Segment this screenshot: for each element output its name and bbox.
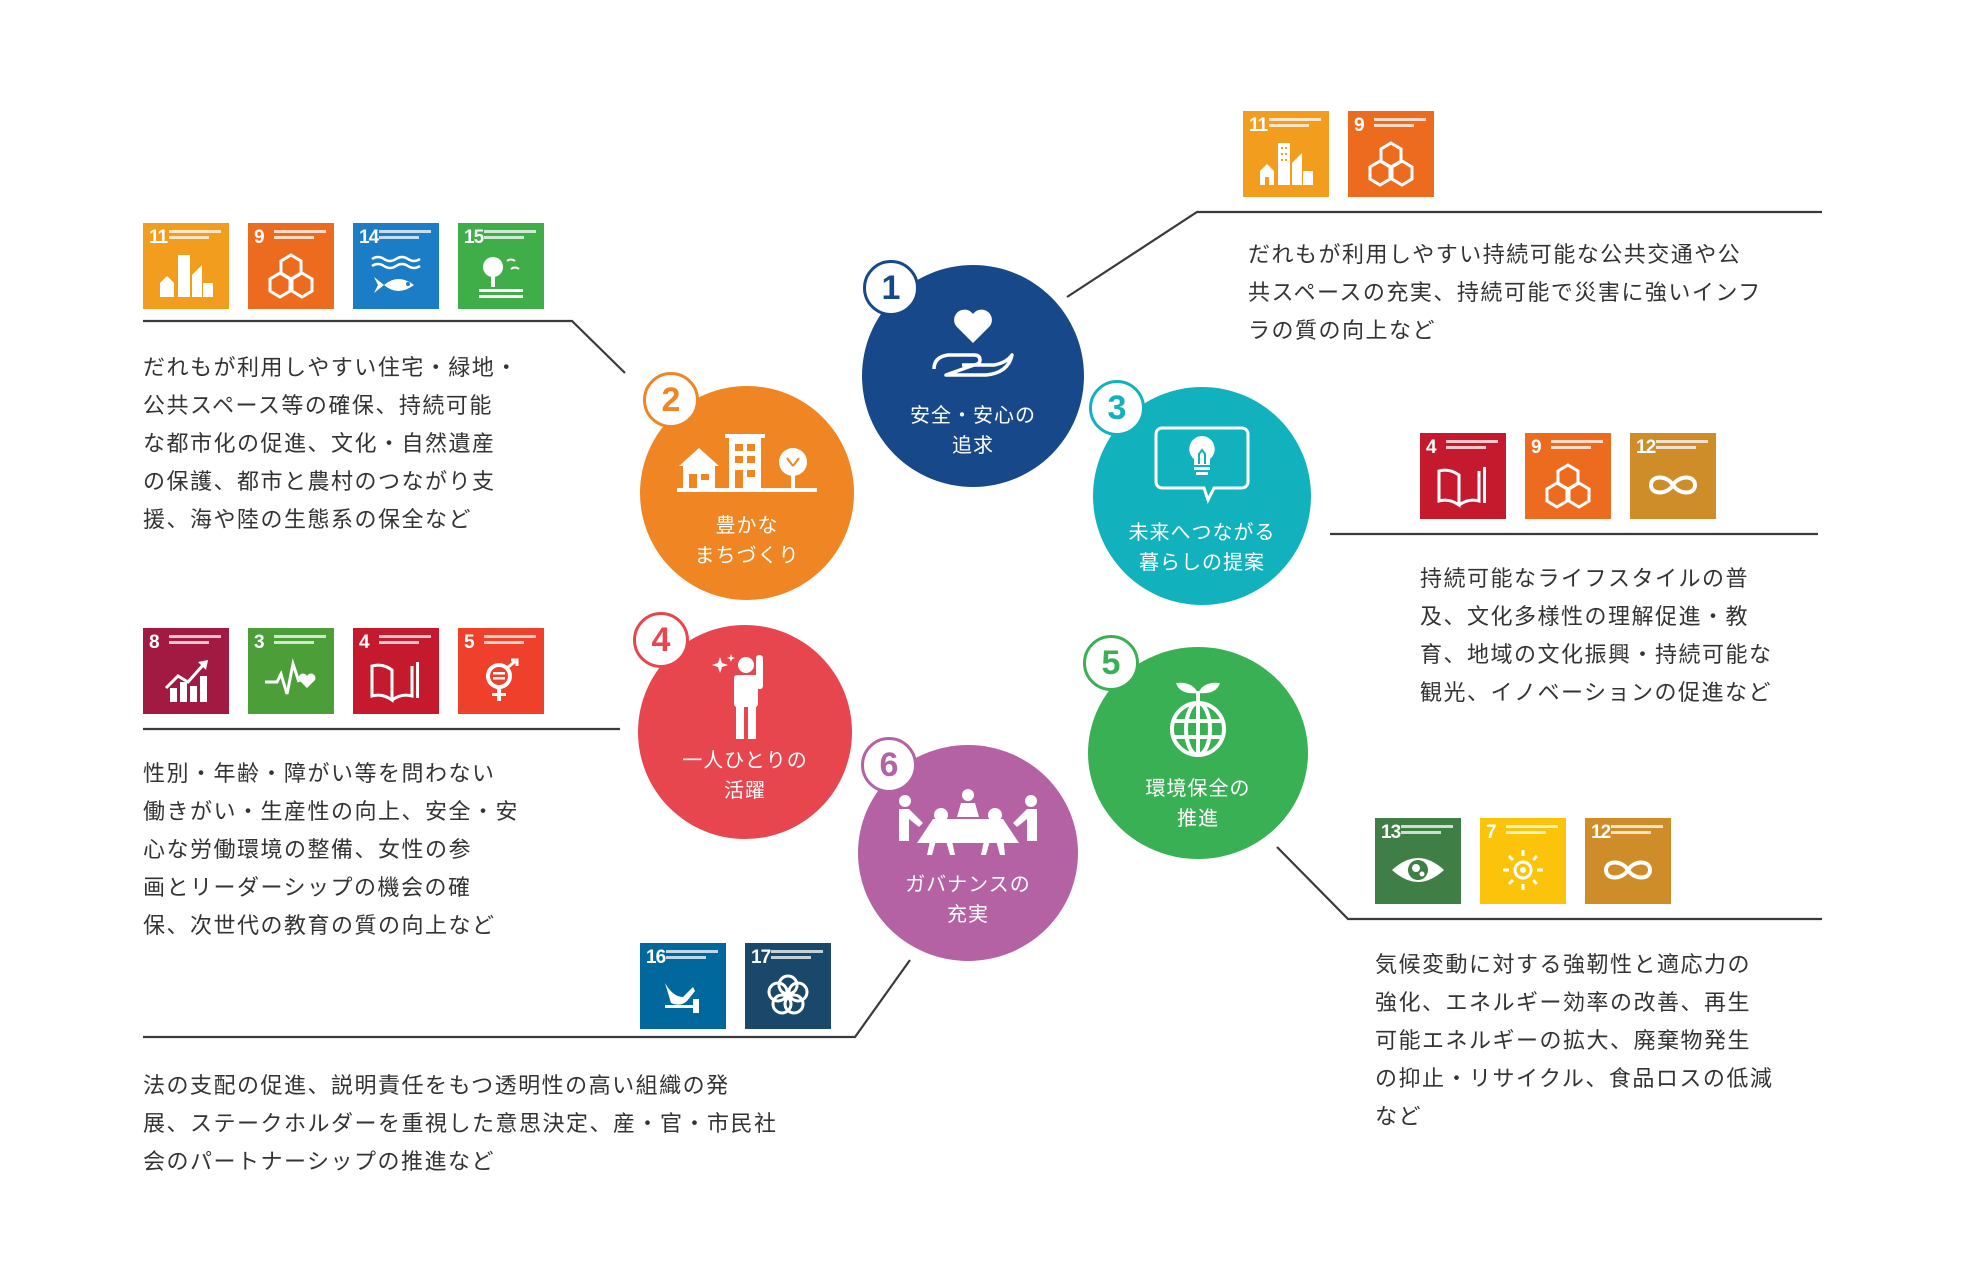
tree-icon <box>479 257 523 298</box>
theme-2-label: 豊かな まちづくり <box>694 513 800 567</box>
sdg-goal-12: 12 <box>1585 818 1671 904</box>
gender-equality-icon <box>486 658 519 701</box>
theme-2-goals: 11 9 14 15 <box>143 223 544 309</box>
infinity-icon <box>1648 475 1698 495</box>
theme-3-goals: 4 9 12 <box>1420 433 1716 519</box>
sdg-goal-11: 11 <box>1243 111 1329 197</box>
theme-4-goals: 8 3 4 5 <box>143 628 544 714</box>
theme-3-description: 持続可能なライフスタイルの普 及、文化多様性の理解促進・教 育、地域の文化振興・… <box>1420 567 1773 706</box>
heart-hand-icon <box>932 309 1014 377</box>
sun-icon <box>1503 850 1543 890</box>
growth-chart-icon <box>164 660 208 702</box>
cubes-icon <box>1545 463 1591 509</box>
town-icon <box>677 434 817 492</box>
sdg-goal-16: 16 <box>640 943 726 1029</box>
sdg-goal-9: 9 <box>248 223 334 309</box>
theme-2-number-badge: 2 <box>643 372 699 428</box>
sdg-goal-17: 17 <box>745 943 831 1029</box>
person-raising-hand-icon <box>712 654 763 739</box>
theme-1-goals: 11 9 <box>1243 111 1434 197</box>
theme-6-label: ガバナンスの 充実 <box>905 872 1031 926</box>
theme-5-description: 気候変動に対する強靭性と適応力の 強化、エネルギー効率の改善、再生 可能エネルギ… <box>1375 953 1774 1130</box>
lightbulb-bubble-icon <box>1154 426 1250 504</box>
flower-rings-icon <box>767 974 809 1015</box>
sdg-goal-7: 7 <box>1480 818 1566 904</box>
sdg-goal-12: 12 <box>1630 433 1716 519</box>
theme-3-number-badge: 3 <box>1089 380 1145 436</box>
theme-4-number-badge: 4 <box>633 612 689 668</box>
city-icon <box>1260 143 1313 185</box>
theme-6-goals: 16 17 <box>640 943 831 1029</box>
theme-5-number-badge: 5 <box>1083 635 1139 691</box>
sdg-goal-5: 5 <box>458 628 544 714</box>
theme-5-goals: 13 7 12 <box>1375 818 1671 904</box>
meeting-table-icon <box>899 789 1037 855</box>
theme-6-description: 法の支配の促進、説明責任をもつ透明性の高い組織の発 展、ステークホルダーを重視し… <box>143 1074 778 1175</box>
dove-icon <box>665 983 699 1013</box>
book-icon <box>1437 467 1486 508</box>
sdg-goal-15: 15 <box>458 223 544 309</box>
book-icon <box>370 662 419 703</box>
eye-earth-icon <box>1392 858 1444 882</box>
sdg-goal-8: 8 <box>143 628 229 714</box>
theme-1-number-badge: 1 <box>863 260 919 316</box>
theme-2-circle: 豊かな まちづくり <box>640 386 854 600</box>
sdg-goal-9: 9 <box>1348 111 1434 197</box>
sdg-goal-4: 4 <box>1420 433 1506 519</box>
theme-4-description: 性別・年齢・障がい等を問わない 働きがい・生産性の向上、安全・安 心な労働環境の… <box>143 762 520 939</box>
fish-icon <box>371 255 421 293</box>
cubes-icon <box>268 253 314 299</box>
cubes-icon <box>1368 141 1414 187</box>
sdg-goal-13: 13 <box>1375 818 1461 904</box>
sdg-goal-9: 9 <box>1525 433 1611 519</box>
sdg-goal-4: 4 <box>353 628 439 714</box>
sdg-goal-3: 3 <box>248 628 334 714</box>
theme-5-label: 環境保全の 推進 <box>1145 776 1251 830</box>
infinity-icon <box>1603 860 1653 880</box>
theme-4-label: 一人ひとりの 活躍 <box>682 748 808 802</box>
globe-sprout-icon <box>1170 682 1226 757</box>
theme-1-label: 安全・安心の 追求 <box>910 403 1036 457</box>
sdg-goal-11: 11 <box>143 223 229 309</box>
heartbeat-icon <box>265 658 316 695</box>
sdg-goal-14: 14 <box>353 223 439 309</box>
theme-1-description: だれもが利用しやすい持続可能な公共交通や公 共スペースの充実、持続可能で災害に強… <box>1248 243 1762 344</box>
theme-6-number-badge: 6 <box>861 737 917 793</box>
theme-2-description: だれもが利用しやすい住宅・緑地・ 公共スペース等の確保、持続可能 な都市化の促進… <box>143 356 519 533</box>
theme-3-label: 未来へつながる 暮らしの提案 <box>1128 520 1276 574</box>
city-icon <box>160 255 213 297</box>
